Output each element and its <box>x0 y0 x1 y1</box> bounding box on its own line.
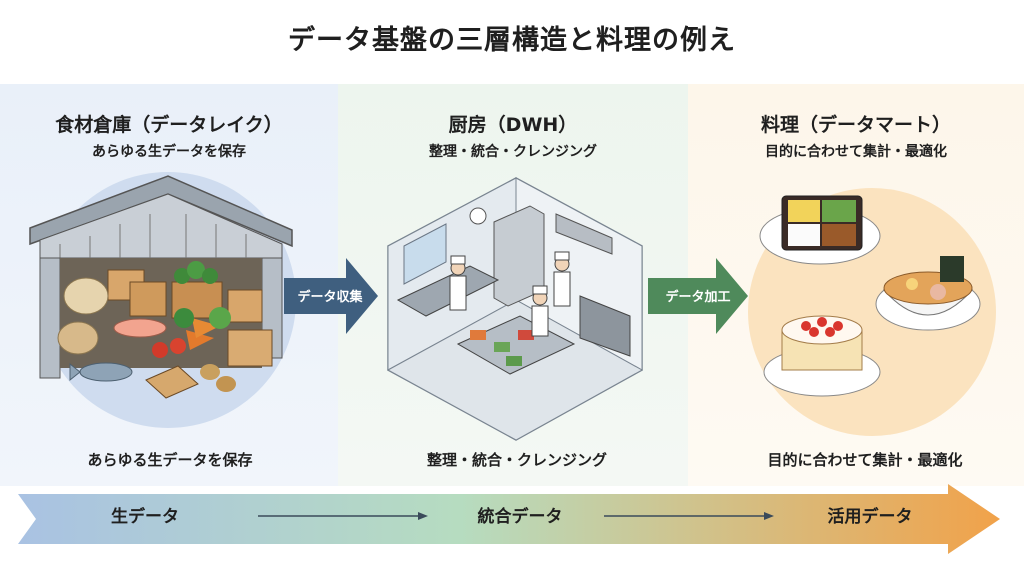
flow-band-arrow <box>18 484 1000 554</box>
data-lake-description: あらゆる生データを保存 <box>92 144 246 160</box>
process-arrow-label: データ加工 <box>665 289 730 305</box>
dwh-caption: 整理・統合・クレンジング <box>426 451 607 469</box>
data-mart-title: 料理（データマート） <box>760 114 951 136</box>
tomato <box>170 338 186 354</box>
cardboard-box <box>227 329 273 367</box>
chef <box>553 251 571 307</box>
nori <box>940 256 964 282</box>
fish <box>79 362 133 382</box>
grain-sack <box>57 321 99 355</box>
food-tray <box>494 342 510 352</box>
wall-clock <box>469 207 487 225</box>
broccoli <box>174 308 194 328</box>
page-title: データ基盤の三層構造と料理の例え <box>288 25 736 56</box>
process-arrow: データ加工 <box>648 258 748 334</box>
chef <box>531 285 549 337</box>
warehouse-wall-left <box>39 257 61 379</box>
carrot <box>186 330 214 350</box>
collect-arrow-label: データ収集 <box>297 289 363 305</box>
range-hood <box>555 213 613 255</box>
kitchen-window <box>403 223 447 285</box>
data-mart-caption: 目的に合わせて集計・最適化 <box>767 451 963 469</box>
salmon <box>113 318 167 338</box>
cardboard-box <box>129 281 167 317</box>
food-tray <box>470 330 486 340</box>
dwh-description: 整理・統合・クレンジング <box>429 144 597 160</box>
rice-sack <box>63 277 109 315</box>
food-tray <box>518 330 534 340</box>
warehouse-illustration <box>29 172 296 428</box>
sink-counter <box>396 265 500 317</box>
dwh-title: 厨房（DWH） <box>448 114 578 136</box>
stage-integrated-data: 統合データ <box>477 507 563 527</box>
illustrations: データ収集 データ加工 <box>29 172 996 441</box>
stove <box>579 295 631 357</box>
cardboard-box <box>227 289 263 323</box>
dishes-illustration <box>748 188 996 436</box>
collect-arrow: データ収集 <box>284 258 378 334</box>
food-tray <box>506 356 522 366</box>
tomato <box>152 342 168 358</box>
stage-utilized-data: 活用データ <box>827 507 913 527</box>
carrot <box>192 318 220 338</box>
data-lake-caption: あらゆる生データを保存 <box>87 451 253 469</box>
data-lake-title: 食材倉庫（データレイク） <box>55 114 283 136</box>
data-mart-description: 目的に合わせて集計・最適化 <box>765 144 947 160</box>
warehouse-facade <box>39 193 283 259</box>
stage-raw-data: 生データ <box>111 507 179 527</box>
chef <box>449 255 467 311</box>
cabbage <box>209 307 231 329</box>
kitchen-illustration <box>386 177 644 441</box>
warehouse-roof <box>29 175 293 248</box>
open-box <box>145 365 199 399</box>
data-flow-band <box>18 484 1000 554</box>
